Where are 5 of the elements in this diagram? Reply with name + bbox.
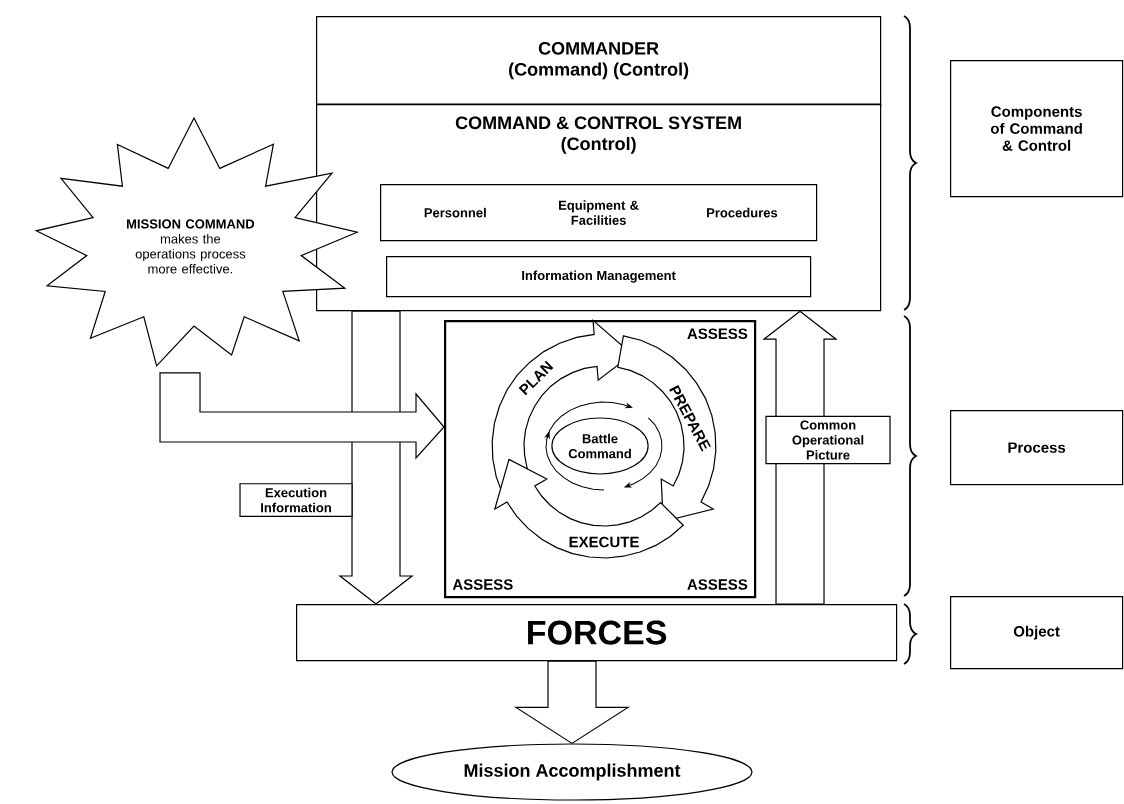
- block-arrow: [159, 372, 445, 460]
- block-arrow: [338, 310, 414, 605]
- commander-box: COMMANDER (Command) (Control): [316, 16, 882, 107]
- block-arrow: [513, 660, 631, 745]
- forces-bar: FORCES: [296, 604, 898, 662]
